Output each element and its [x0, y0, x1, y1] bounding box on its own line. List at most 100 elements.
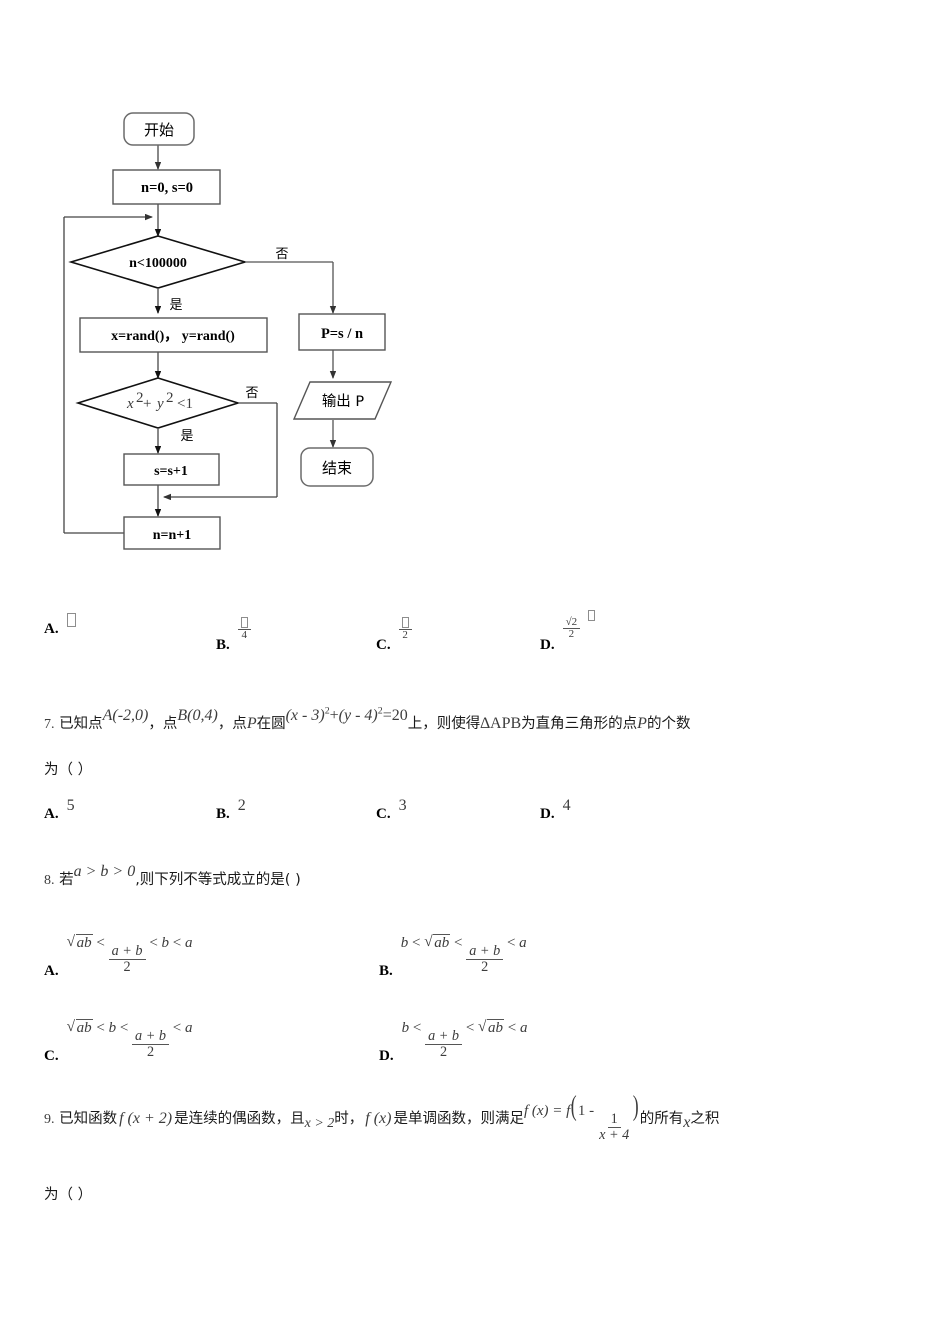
flow-node-compute-p: [298, 313, 386, 351]
q9-eq-inner-num: 1: [607, 1111, 621, 1128]
q7-circle-exp-2: 2: [377, 705, 383, 717]
q7-circle-rhs: =20: [382, 707, 408, 724]
question-9-prompt: 为（ ）: [44, 1185, 909, 1207]
question-7: 7. 已知点A(-2,0)，点B(0,4)，点P在圆(x - 3)2+(y - …: [44, 706, 909, 782]
q6-option-d-denominator: 2: [568, 628, 575, 641]
q8-option-c-value: ab < b < a + b2 < a: [67, 1018, 193, 1060]
flow-node-loop-condition-label: n<100000: [129, 256, 187, 271]
circle-cond-x-exp: 2: [136, 390, 144, 406]
q7-circle-lhs-x: (x - 3): [285, 707, 325, 724]
q6-option-d-label: D.: [540, 637, 555, 654]
question-7-stem: 7. 已知点A(-2,0)，点B(0,4)，点P在圆(x - 3)2+(y - …: [44, 706, 909, 736]
flow-node-increment-s: [123, 453, 220, 486]
flow-node-output-p: [292, 381, 393, 420]
q7-option-c-value: 3: [398, 797, 407, 814]
flow-node-end: [300, 447, 374, 487]
circle-cond-y-exp: 2: [166, 390, 174, 406]
missing-glyph-icon: [588, 610, 596, 621]
q8-option-b[interactable]: B. b < ab < a + b2 < a: [379, 933, 527, 980]
q7-circle-lhs-y: (y - 4): [338, 707, 378, 724]
q9-eq-inner-one: 1 -: [577, 1103, 595, 1119]
q7-text-4: 在圆: [256, 716, 286, 732]
q8-option-d-value: b < a + b2 < ab < a: [402, 1018, 528, 1060]
q7-option-a[interactable]: A. 5: [44, 797, 75, 823]
flow-node-increment-n: [123, 516, 221, 550]
q9-fx: f (x): [365, 1110, 392, 1127]
q7-option-c[interactable]: C. 3: [376, 797, 407, 823]
q6-option-c-denominator: 2: [402, 629, 408, 642]
q9-text-2: 是连续的偶函数，且: [174, 1111, 305, 1127]
flow-node-increment-s-label: s=s+1: [154, 464, 188, 479]
q8-text-1: 若: [59, 872, 74, 888]
q7-triangle: ∆APB: [480, 715, 522, 732]
q9-eq-inner-den: x + 4: [599, 1126, 630, 1143]
flow-node-init: [112, 169, 221, 205]
flow-node-end-label: 结束: [322, 459, 352, 477]
q8-option-d-label: D.: [379, 1047, 394, 1064]
q7-text-1: 已知点: [59, 716, 103, 732]
q8-option-a[interactable]: A. ab < a + b2 < b < a: [44, 933, 193, 980]
flow-node-compute-p-label: P=s / n: [321, 326, 363, 342]
q9-text-4: 是单调函数，则满足: [393, 1111, 524, 1127]
q7-number: 7.: [44, 717, 55, 732]
flow-edge-label-yes-1: 是: [169, 298, 182, 313]
flow-node-start: [123, 112, 195, 146]
q7-option-b[interactable]: B. 2: [216, 797, 246, 823]
q7-text-5: 上，则使得: [407, 716, 481, 732]
q6-option-b-numerator: [237, 616, 251, 631]
q7-option-b-label: B.: [216, 806, 230, 822]
q8-option-a-label: A.: [44, 962, 59, 979]
sqrt-icon: ab: [424, 933, 451, 952]
question-7-prompt: 为（ ）: [44, 760, 909, 782]
missing-glyph-icon: [401, 616, 409, 628]
q6-option-c-value: 2: [398, 616, 412, 654]
q8-option-d[interactable]: D. b < a + b2 < ab < a: [379, 1018, 528, 1065]
q9-text-3: 时，: [334, 1111, 364, 1127]
q9-text-6: 之积: [690, 1111, 720, 1127]
q6-option-a-label: A.: [44, 621, 59, 637]
q7-circle-equation: (x - 3)2+(y - 4)2=20: [285, 705, 408, 724]
flow-node-random-label: x=rand()， y=rand(): [111, 329, 235, 344]
flow-edge-label-yes-2: 是: [180, 429, 193, 444]
question-8: 8. 若a > b > 0,则下列不等式成立的是( ): [44, 863, 909, 892]
q6-option-a[interactable]: A.: [44, 613, 76, 638]
sqrt-icon: ab: [478, 1018, 505, 1037]
q8-option-b-value: b < ab < a + b2 < a: [401, 933, 527, 975]
q6-option-b-denominator: 4: [241, 629, 248, 642]
flow-edge-label-no-2: 否: [245, 386, 258, 401]
q6-option-a-value: [66, 613, 76, 638]
flow-node-increment-n-label: n=n+1: [153, 528, 192, 543]
question-8-stem: 8. 若a > b > 0,则下列不等式成立的是( ): [44, 863, 909, 892]
q8-condition: a > b > 0: [73, 863, 136, 880]
q6-option-b-value: 4: [237, 616, 251, 654]
q7-text-3: ，点: [217, 716, 247, 732]
flow-node-init-label: n=0, s=0: [141, 180, 193, 196]
q7-option-a-label: A.: [44, 806, 59, 822]
q7-circle-exp-1: 2: [324, 705, 330, 717]
q8-option-c[interactable]: C. ab < b < a + b2 < a: [44, 1018, 193, 1065]
right-paren-icon: ): [633, 1091, 639, 1122]
q9-text-1: 已知函数: [59, 1111, 118, 1127]
q6-option-b[interactable]: B. 4: [216, 616, 251, 654]
sqrt-icon: ab: [67, 1018, 93, 1037]
q6-option-c[interactable]: C. 2: [376, 616, 412, 654]
q6-option-b-label: B.: [216, 637, 230, 654]
q9-text-7: 为（ ）: [44, 1186, 93, 1203]
q6-option-d-numerator: √2: [562, 616, 581, 630]
q7-circle-plus: +: [329, 707, 339, 724]
q6-option-d[interactable]: D. √2 2: [540, 610, 596, 654]
q8-text-2: ,则下列不等式成立的是( ): [135, 872, 301, 888]
missing-glyph-icon: [66, 613, 76, 627]
circle-cond-x: x: [126, 396, 134, 412]
q9-cond-x: x > 2: [304, 1116, 335, 1131]
q7-option-d[interactable]: D. 4: [540, 797, 571, 823]
q7-text-8: 为（ ）: [44, 762, 93, 778]
flowchart-figure: 开始 n=0, s=0 n<100000 否 是 x=rand()， y=ran…: [0, 0, 950, 580]
flow-node-random: [79, 317, 268, 353]
q6-option-c-numerator: [398, 616, 412, 631]
circle-cond-y: y: [155, 396, 164, 412]
q8-number: 8.: [44, 873, 55, 888]
q8-option-b-label: B.: [379, 962, 393, 979]
q8-option-a-value: ab < a + b2 < b < a: [67, 933, 193, 975]
